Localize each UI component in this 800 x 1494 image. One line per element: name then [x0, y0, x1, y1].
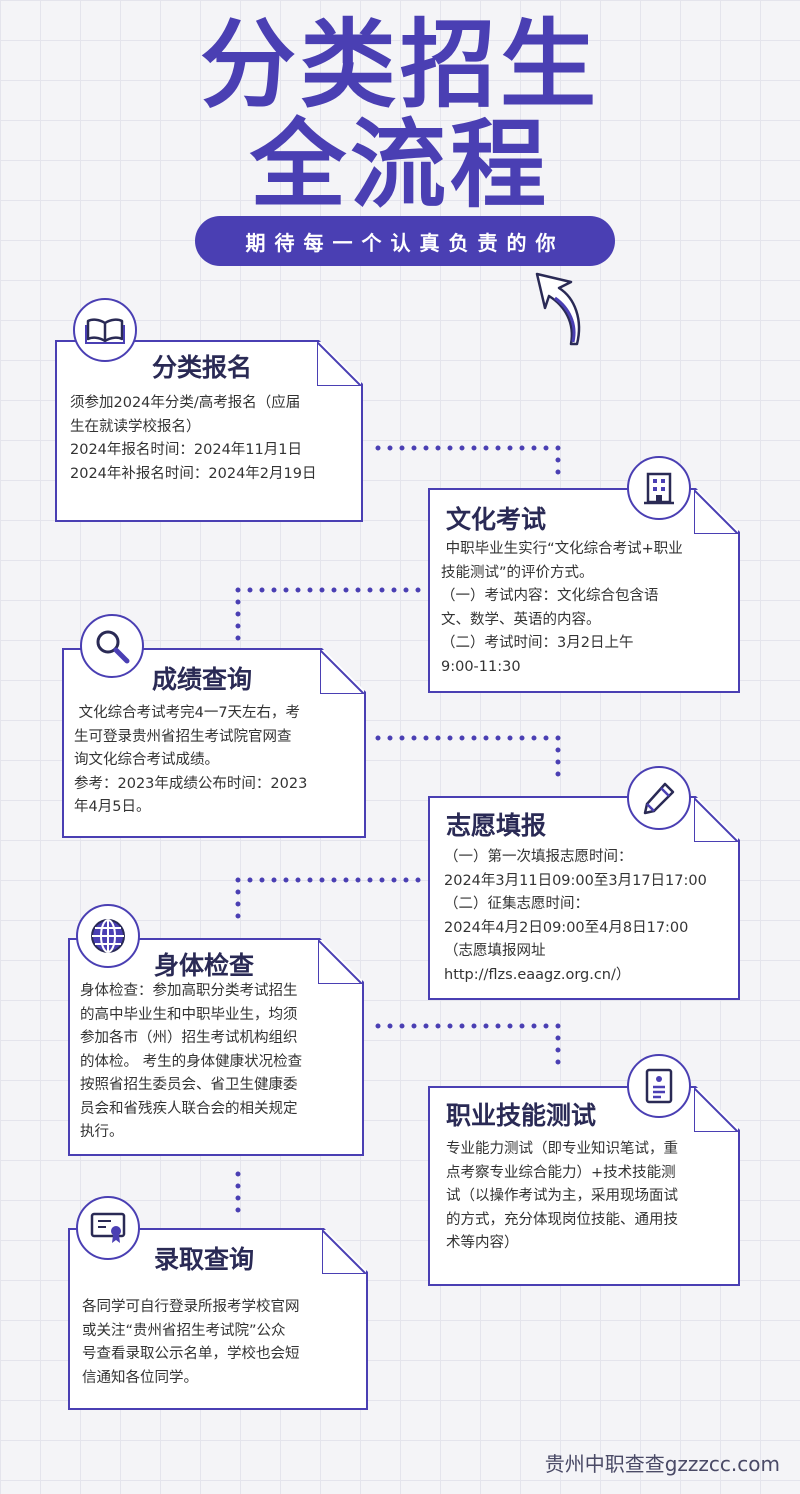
step-icon-circle	[76, 1196, 140, 1260]
step-title: 录取查询	[154, 1245, 255, 1274]
step-title: 文化考试	[446, 505, 547, 534]
step-card-application	[428, 796, 740, 1000]
step-card-score-query	[62, 648, 366, 838]
certificate-icon	[90, 1212, 126, 1243]
step-body: 须参加2024年分类/高考报名（应届 生在就读学校报名） 2024年报名时间：2…	[70, 395, 317, 482]
globe-icon	[91, 919, 125, 953]
step-card-skill-test	[428, 1086, 740, 1286]
step-icon-circle	[76, 904, 140, 968]
step-body: 中职毕业生实行“文化综合考试+职业 技能测试”的评价方式。 （一）考试内容：文化…	[441, 541, 683, 675]
pencil-icon	[643, 782, 675, 815]
step-body: 身体检查：参加高职分类考试招生 的高中毕业生和中职毕业生，均须 参加各市（州）招…	[80, 983, 303, 1140]
curved-arrow-icon	[535, 272, 581, 346]
document-icon	[645, 1068, 673, 1104]
step-icon-circle	[80, 614, 144, 678]
step-card-culture-exam	[428, 488, 740, 693]
step-body: （一）第一次填报志愿时间： 2024年3月11日09:00至3月17日17:00…	[444, 849, 707, 983]
step-icon-circle	[627, 456, 691, 520]
title-line-1: 分类招生	[200, 9, 600, 121]
book-icon	[85, 318, 125, 344]
subtitle-pill: 期待每一个认真负责的你	[195, 216, 615, 266]
step-body: 各同学可自行登录所报考学校官网 或关注“贵州省招生考试院”公众 号查看录取公示名…	[82, 1299, 300, 1386]
subtitle-text: 期待每一个认真负责的你	[245, 230, 565, 255]
step-card-registration	[55, 340, 363, 522]
step-body: 文化综合考试考完4一7天左右，考 生可登录贵州省招生考试院官网查 询文化综合考试…	[74, 705, 308, 815]
step-body: 专业能力测试（即专业知识笔试，重 点考察专业综合能力）+技术技能测 试（以操作考…	[446, 1141, 678, 1251]
step-title: 志愿填报	[446, 811, 547, 840]
step-card-physical-exam	[68, 938, 364, 1156]
step-icon-circle	[627, 1054, 691, 1118]
step-title: 身体检查	[154, 951, 255, 980]
step-title: 分类报名	[152, 353, 253, 382]
title-line-2: 全流程	[250, 109, 550, 221]
building-icon	[644, 472, 674, 505]
watermark: 贵州中职查查gzzzcc.com	[544, 1452, 780, 1476]
magnifier-icon	[96, 630, 130, 664]
step-icon-circle	[627, 766, 691, 830]
step-title: 职业技能测试	[446, 1101, 597, 1130]
step-title: 成绩查询	[152, 665, 253, 694]
step-icon-circle	[73, 298, 137, 362]
